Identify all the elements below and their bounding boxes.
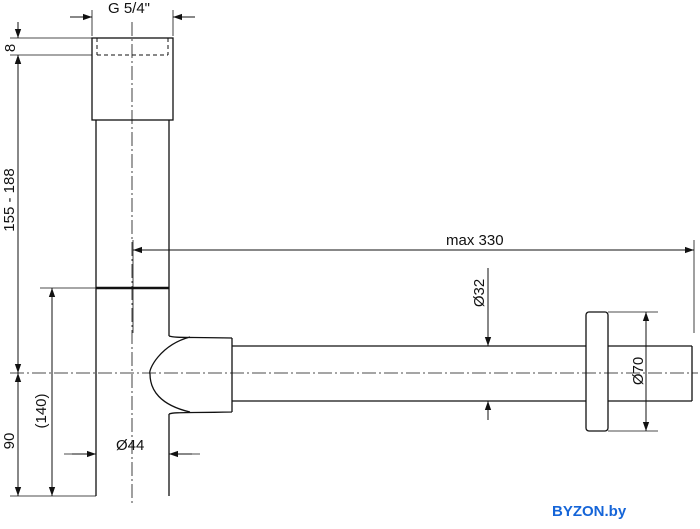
siphon-body bbox=[91, 37, 693, 496]
top-height-label: 8 bbox=[2, 44, 19, 52]
outlet-elbow bbox=[149, 335, 233, 415]
body-diameter-label: Ø44 bbox=[116, 437, 144, 454]
watermark: BYZON.by bbox=[552, 503, 627, 520]
top-nut bbox=[91, 37, 174, 121]
bottom-height-label: 90 bbox=[1, 433, 18, 450]
extension-lines bbox=[10, 10, 695, 497]
height-range-label: 155 - 188 bbox=[1, 168, 18, 231]
wall-flange bbox=[585, 311, 609, 432]
dimension-lines bbox=[14, 13, 694, 496]
pipe-length-label: max 330 bbox=[446, 232, 504, 249]
center-lines bbox=[10, 22, 698, 505]
thread-size-label: G 5/4" bbox=[108, 0, 150, 17]
pipe-diameter-label: Ø32 bbox=[471, 279, 488, 307]
reference-height-label: (140) bbox=[33, 393, 50, 428]
flange-diameter-label: Ø70 bbox=[630, 357, 647, 385]
